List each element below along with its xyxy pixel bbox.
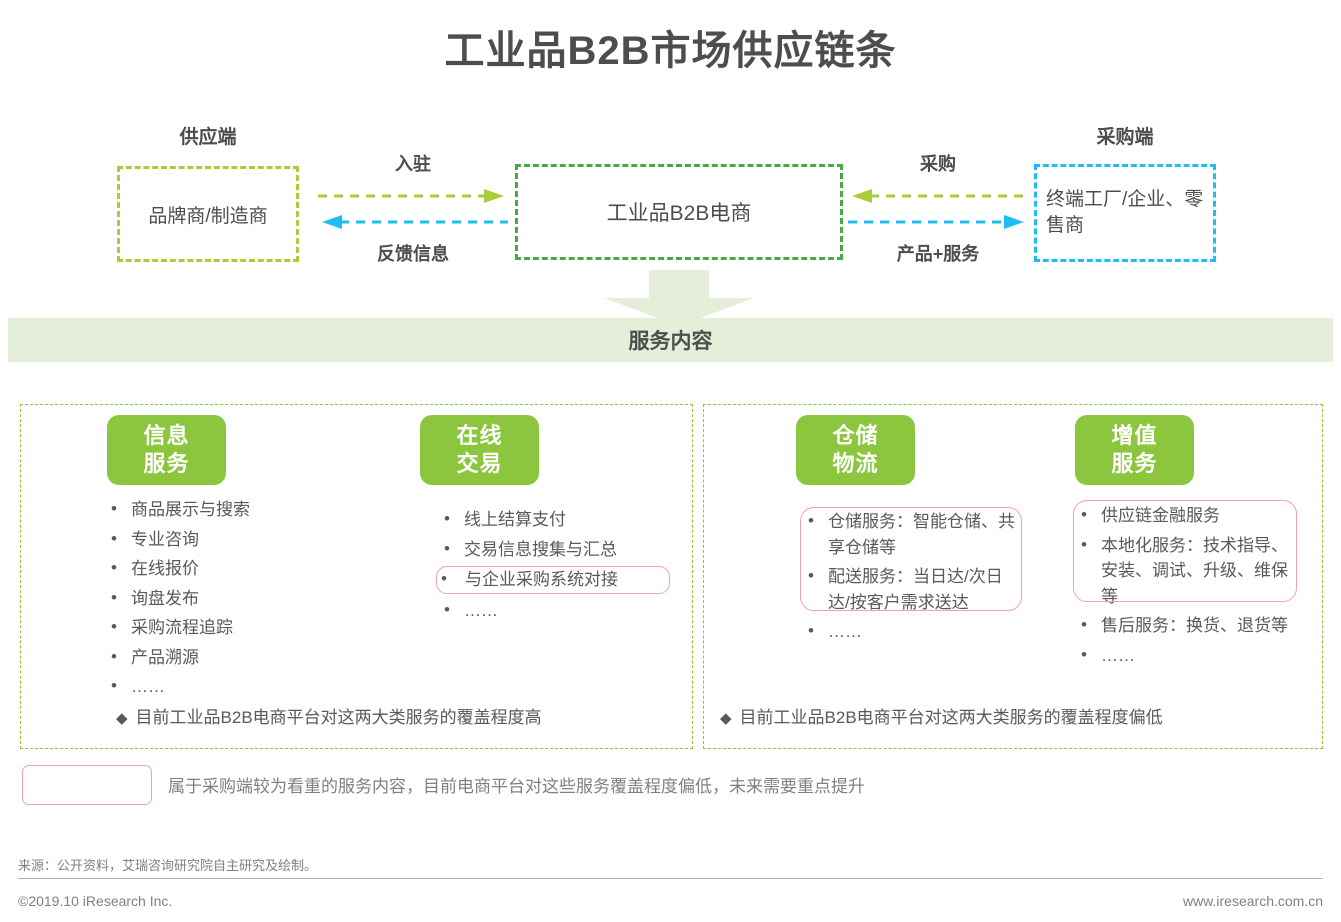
page-title: 工业品B2B市场供应链条	[444, 29, 897, 73]
supply-node-label: 品牌商/制造商	[148, 205, 268, 227]
copyright-text: ©2019.10 iResearch Inc.	[18, 893, 173, 909]
list-item: 交易信息搜集与汇总	[440, 536, 670, 563]
column-value-added-service: 增值 服务 供应链金融服务 本地化服务：技术指导、安装、调试、升级、维保等 售后…	[1073, 415, 1305, 672]
badge-line-2: 服务	[143, 450, 190, 476]
panel-high-coverage: 信息 服务 商品展示与搜索 专业咨询 在线报价 询盘发布 采购流程追踪 产品溯源…	[20, 404, 693, 749]
service-content-banner: 服务内容	[8, 318, 1333, 362]
badge-online-trade[interactable]: 在线 交易	[420, 415, 539, 485]
list-item: 供应链金融服务	[1077, 502, 1295, 529]
arrow-right-blue	[848, 214, 1028, 230]
arrow-left-green	[848, 188, 1028, 204]
list-item: 专业咨询	[107, 526, 347, 553]
service-content-label: 服务内容	[628, 330, 713, 353]
column-info-service: 信息 服务 商品展示与搜索 专业咨询 在线报价 询盘发布 采购流程追踪 产品溯源…	[107, 415, 347, 704]
arrow-right-green	[318, 188, 508, 204]
purchase-node-box[interactable]: 终端工厂/企业、零售商	[1034, 164, 1216, 262]
platform-node-box[interactable]: 工业品B2B电商	[515, 164, 843, 260]
arrow-label-chanpin: 产品+服务	[896, 244, 980, 264]
list-item: ……	[804, 618, 1018, 645]
list-item: 在线报价	[107, 555, 347, 582]
badge-line-2: 交易	[456, 450, 503, 476]
list-item: 询盘发布	[107, 585, 347, 612]
legend-text: 属于采购端较为看重的服务内容，目前电商平台对这些服务覆盖程度偏低，未来需要重点提…	[168, 777, 865, 796]
right-arrow-group: 采购 产品+服务	[848, 150, 1028, 266]
badge-line-1: 增值	[1111, 423, 1158, 448]
badge-info-service[interactable]: 信息 服务	[107, 415, 226, 485]
diamond-marker-icon: ◆	[720, 710, 732, 727]
list-item: ……	[1077, 642, 1295, 669]
note-high-coverage: ◆ 目前工业品B2B电商平台对这两大类服务的覆盖程度高	[116, 703, 542, 728]
list-online-trade: 线上结算支付 交易信息搜集与汇总 与企业采购系统对接 ……	[436, 506, 670, 624]
diamond-marker-icon: ◆	[116, 710, 128, 727]
purchase-node-label: 终端工厂/企业、零售商	[1046, 189, 1204, 236]
list-item: 产品溯源	[107, 644, 347, 671]
list-item: 商品展示与搜索	[107, 496, 347, 523]
list-item: ……	[107, 673, 347, 700]
list-warehouse-logistics: 仓储服务：智能仓储、共享仓储等 配送服务：当日达/次日达/按客户需求送达 ……	[804, 508, 1018, 645]
list-item: 本地化服务：技术指导、安装、调试、升级、维保等	[1077, 532, 1295, 610]
list-item: 采购流程追踪	[107, 614, 347, 641]
list-item: ……	[440, 597, 670, 624]
purchase-side-label: 采购端	[1096, 127, 1154, 148]
arrow-label-fankui: 反馈信息	[377, 244, 449, 264]
website-text: www.iresearch.com.cn	[1182, 893, 1323, 909]
badge-line-1: 仓储	[832, 423, 879, 448]
note-low-coverage: ◆ 目前工业品B2B电商平台对这两大类服务的覆盖程度偏低	[720, 703, 1163, 728]
list-item: 配送服务：当日达/次日达/按客户需求送达	[804, 563, 1018, 615]
list-value-added-service: 供应链金融服务 本地化服务：技术指导、安装、调试、升级、维保等 售后服务：换货、…	[1077, 502, 1295, 669]
left-arrow-group: 入驻 反馈信息	[318, 150, 508, 266]
arrow-label-ruzhu: 入驻	[395, 154, 431, 174]
badge-line-2: 物流	[832, 450, 879, 476]
supply-chain-flow: 供应端 采购端 品牌商/制造商 工业品B2B电商 终端工厂/企业、零售商 入驻 …	[0, 110, 1341, 280]
badge-line-1: 在线	[456, 423, 503, 448]
column-warehouse-logistics: 仓储 物流 仓储服务：智能仓储、共享仓储等 配送服务：当日达/次日达/按客户需求…	[796, 415, 1026, 649]
list-item: 线上结算支付	[440, 506, 670, 533]
list-item-highlighted: 与企业采购系统对接	[436, 566, 670, 594]
column-online-trade: 在线 交易 线上结算支付 交易信息搜集与汇总 与企业采购系统对接 ……	[420, 415, 670, 627]
arrow-left-blue	[318, 214, 508, 230]
badge-line-1: 信息	[143, 423, 190, 448]
badge-line-2: 服务	[1111, 450, 1158, 476]
arrow-label-caigou: 采购	[920, 154, 956, 174]
platform-node-label: 工业品B2B电商	[606, 202, 752, 225]
note-text: 目前工业品B2B电商平台对这两大类服务的覆盖程度偏低	[739, 708, 1163, 727]
note-text: 目前工业品B2B电商平台对这两大类服务的覆盖程度高	[135, 708, 542, 727]
supply-side-label: 供应端	[179, 127, 237, 148]
list-item: 售后服务：换货、退货等	[1077, 612, 1295, 639]
supply-node-box[interactable]: 品牌商/制造商	[117, 166, 299, 262]
panel-low-coverage: 仓储 物流 仓储服务：智能仓储、共享仓储等 配送服务：当日达/次日达/按客户需求…	[703, 404, 1323, 749]
list-info-service: 商品展示与搜索 专业咨询 在线报价 询盘发布 采购流程追踪 产品溯源 ……	[107, 496, 347, 700]
badge-warehouse-logistics[interactable]: 仓储 物流	[796, 415, 915, 485]
footer-divider	[18, 878, 1323, 879]
badge-value-added-service[interactable]: 增值 服务	[1075, 415, 1194, 485]
list-item: 仓储服务：智能仓储、共享仓储等	[804, 508, 1018, 560]
source-text: 来源：公开资料，艾瑞咨询研究院自主研究及绘制。	[18, 858, 318, 873]
down-arrow-icon	[604, 270, 754, 326]
legend-swatch-pink	[22, 765, 152, 805]
